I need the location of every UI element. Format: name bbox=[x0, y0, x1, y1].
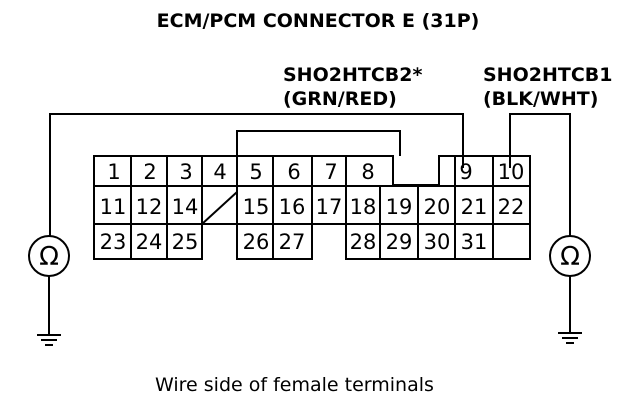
pin-number: 12 bbox=[136, 195, 163, 219]
pin-number: 9 bbox=[459, 160, 472, 184]
pin-number: 11 bbox=[100, 195, 127, 219]
connector-lock-tab bbox=[236, 130, 401, 156]
ohmmeter-icon: Ω bbox=[28, 235, 70, 277]
pin-number: 27 bbox=[279, 230, 306, 254]
pin-number: 22 bbox=[498, 195, 525, 219]
pin-number: 5 bbox=[249, 160, 262, 184]
pin-number: 31 bbox=[461, 230, 488, 254]
pin-number: 18 bbox=[350, 195, 377, 219]
pin-number: 24 bbox=[136, 230, 163, 254]
pin-number: 29 bbox=[386, 230, 413, 254]
wire-label-right-color: (BLK/WHT) bbox=[483, 88, 598, 110]
pin-number: 6 bbox=[287, 160, 300, 184]
connector-cavity-grid bbox=[94, 156, 530, 259]
pin-numbers: 1 2 3 4 5 6 7 8 9 10 11 12 14 15 16 17 1… bbox=[100, 160, 525, 254]
pin-number: 2 bbox=[143, 160, 156, 184]
diagram-title: ECM/PCM CONNECTOR E (31P) bbox=[157, 10, 480, 32]
pin-number: 20 bbox=[424, 195, 451, 219]
pin-number: 25 bbox=[172, 230, 199, 254]
ohmmeter-symbol: Ω bbox=[560, 242, 580, 272]
pin-number: 28 bbox=[350, 230, 377, 254]
pin-number: 14 bbox=[172, 195, 199, 219]
pin-number: 16 bbox=[279, 195, 306, 219]
ohmmeter-icon: Ω bbox=[549, 235, 591, 277]
pin-number: 23 bbox=[100, 230, 127, 254]
pin-number: 30 bbox=[424, 230, 451, 254]
wire-label-left-color: (GRN/RED) bbox=[283, 88, 397, 110]
wire-label-right-name: SHO2HTCB1 bbox=[483, 64, 612, 86]
ground-icon bbox=[37, 334, 61, 346]
pin-number: 4 bbox=[213, 160, 226, 184]
ohmmeter-symbol: Ω bbox=[39, 242, 59, 272]
probe-wire-right bbox=[509, 113, 571, 236]
pin-number: 7 bbox=[324, 160, 337, 184]
pin-number: 26 bbox=[243, 230, 270, 254]
pin-number: 1 bbox=[107, 160, 120, 184]
diagram-caption: Wire side of female terminals bbox=[155, 374, 434, 396]
pin-number: 17 bbox=[316, 195, 343, 219]
pin-number: 8 bbox=[361, 160, 374, 184]
pin-number: 3 bbox=[179, 160, 192, 184]
ground-icon bbox=[558, 332, 582, 344]
pin-number: 15 bbox=[243, 195, 270, 219]
wire-label-left-name: SHO2HTCB2* bbox=[283, 64, 422, 86]
probe-wire-left bbox=[49, 113, 464, 236]
pin-number: 19 bbox=[386, 195, 413, 219]
pin-number: 21 bbox=[461, 195, 488, 219]
